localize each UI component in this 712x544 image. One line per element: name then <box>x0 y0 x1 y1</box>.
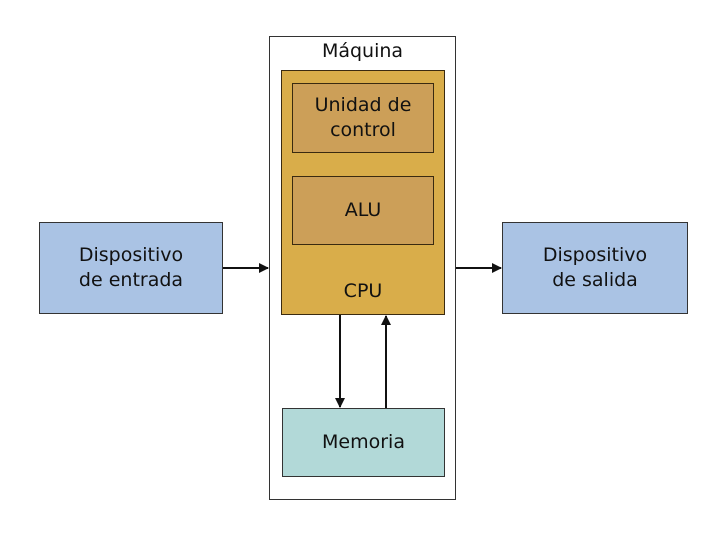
cpu-label: CPU <box>343 280 383 302</box>
alu-box: ALU <box>292 176 434 245</box>
control-unit-box: Unidad de control <box>292 83 434 153</box>
output-device-label: Dispositivo de salida <box>542 244 648 291</box>
input-device-box: Dispositivo de entrada <box>39 222 223 314</box>
machine-label: Máquina <box>321 40 404 62</box>
alu-label: ALU <box>344 199 382 222</box>
memory-box: Memoria <box>282 408 445 477</box>
control-unit-label: Unidad de control <box>314 94 412 141</box>
output-device-box: Dispositivo de salida <box>502 222 688 314</box>
memory-label: Memoria <box>322 431 405 454</box>
input-device-label: Dispositivo de entrada <box>78 244 184 291</box>
